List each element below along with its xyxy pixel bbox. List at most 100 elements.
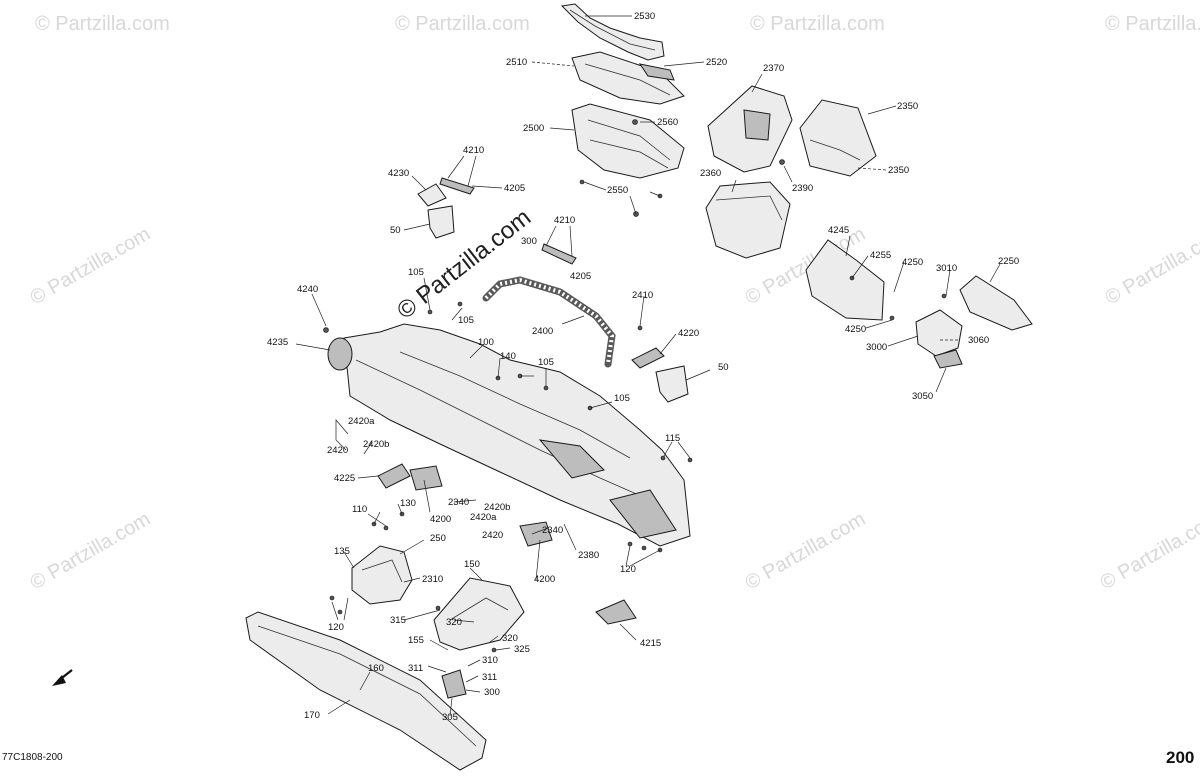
part-2350-panel — [799, 99, 877, 177]
callout-2420a: 2420a — [348, 416, 375, 427]
callout-300: 300 — [484, 687, 500, 698]
part-2250-panel — [959, 275, 1033, 331]
callout-2390: 2390 — [792, 183, 813, 194]
page-number: 200 — [1166, 748, 1194, 767]
diagram-code: 77C1808-200 — [2, 752, 63, 763]
callout-4255: 4255 — [870, 250, 891, 261]
callout-2400: 2400 — [532, 326, 553, 337]
callout-2360: 2360 — [700, 168, 721, 179]
callout-2310: 2310 — [422, 574, 443, 585]
callout-4245: 4245 — [828, 225, 849, 236]
watermark-text: © Partzilla.com — [750, 13, 885, 35]
callout-310: 310 — [482, 655, 498, 666]
part-100-dashboard — [343, 323, 691, 547]
part-2360-bucket — [705, 181, 791, 259]
part-50-cupholder — [655, 365, 689, 403]
callout-150: 150 — [464, 559, 480, 570]
watermark-text: © Partzilla.com — [27, 223, 155, 309]
callout-120: 120 — [620, 564, 636, 575]
callout-4240: 4240 — [297, 284, 318, 295]
part-4210-bracket — [439, 177, 475, 195]
callout-4225: 4225 — [334, 473, 355, 484]
callout-115: 115 — [665, 433, 680, 444]
watermark-text: © Partzilla.com — [27, 508, 155, 594]
callout-3000: 3000 — [866, 342, 887, 353]
callout-140: 140 — [500, 351, 516, 362]
callout-305: 305 — [442, 712, 458, 723]
part-250-bracket — [351, 545, 413, 605]
watermark-text: © Partzilla.com — [1097, 508, 1200, 594]
callout-300: 300 — [521, 236, 537, 247]
callout-2350: 2350 — [888, 165, 909, 176]
callout-4250: 4250 — [845, 324, 866, 335]
callout-160: 160 — [368, 663, 384, 674]
leader-lines — [295, 15, 1001, 717]
callout-4235: 4235 — [267, 337, 288, 348]
callout-50: 50 — [718, 362, 729, 373]
callout-170: 170 — [304, 710, 320, 721]
callout-3050: 3050 — [912, 391, 933, 402]
part-50-cupholder — [427, 205, 455, 239]
direction-arrow-icon — [52, 669, 73, 686]
callout-2500: 2500 — [523, 123, 544, 134]
callout-250: 250 — [430, 533, 446, 544]
callout-2420: 2420 — [482, 530, 503, 541]
callout-4205: 4205 — [504, 183, 525, 194]
callout-50: 50 — [390, 225, 401, 236]
watermark-text: © Partzilla.com — [1105, 13, 1200, 35]
fasteners — [323, 119, 947, 653]
callout-2530: 2530 — [634, 11, 655, 22]
callout-315: 315 — [390, 615, 406, 626]
callout-2410: 2410 — [632, 290, 653, 301]
callout-320: 320 — [446, 617, 462, 628]
part-4210-bracket — [541, 243, 577, 265]
callout-320: 320 — [502, 633, 518, 644]
callout-4220: 4220 — [678, 328, 699, 339]
callout-2420: 2420 — [327, 445, 348, 456]
callout-311: 311 — [482, 672, 497, 683]
callout-110: 110 — [352, 504, 367, 515]
callout-105: 105 — [458, 315, 474, 326]
callout-155: 155 — [408, 635, 424, 646]
callout-135: 135 — [334, 546, 350, 557]
callout-4200: 4200 — [534, 574, 555, 585]
part-4230-bracket — [417, 183, 447, 207]
callout-3010: 3010 — [936, 263, 957, 274]
part-4200-bracket — [409, 465, 443, 491]
callout-120: 120 — [328, 622, 344, 633]
callout-130: 130 — [400, 498, 416, 509]
callout-2420b: 2420b — [363, 439, 389, 450]
part-2510-tray — [571, 51, 685, 105]
callout-2560: 2560 — [657, 117, 678, 128]
callout-2420b: 2420b — [484, 502, 510, 513]
part-150-bracket — [433, 577, 525, 651]
callout-3060: 3060 — [968, 335, 989, 346]
callout-4210: 4210 — [463, 145, 484, 156]
part-300-mount — [441, 669, 467, 699]
part-2500-bin — [571, 103, 685, 179]
callout-2250: 2250 — [998, 256, 1019, 267]
part-3050-clip — [933, 349, 963, 369]
callout-325: 325 — [514, 644, 530, 655]
parts-layer — [245, 3, 1033, 771]
callout-2420a: 2420a — [470, 512, 497, 523]
callout-4210: 4210 — [554, 215, 575, 226]
part-4220-bracket — [631, 347, 665, 369]
callout-labels: 2530 2520 2510 2560 2500 2550 2370 2350 … — [267, 11, 1019, 723]
callout-311: 311 — [408, 663, 423, 674]
callout-4215: 4215 — [640, 638, 661, 649]
callout-2370: 2370 — [763, 63, 784, 74]
part-4215-bracket — [595, 599, 637, 625]
callout-2340: 2340 — [448, 497, 469, 508]
callout-2510: 2510 — [506, 57, 527, 68]
watermark-main: © Partzilla.com — [392, 204, 536, 325]
callout-2550: 2550 — [607, 185, 628, 196]
callout-4205: 4205 — [570, 271, 591, 282]
watermark-text: © Partzilla.com — [395, 13, 530, 35]
part-4245-panel — [805, 239, 885, 321]
watermark-text: © Partzilla.com — [742, 508, 870, 594]
callout-2380: 2380 — [578, 550, 599, 561]
callout-4230: 4230 — [388, 168, 409, 179]
callout-4250: 4250 — [902, 257, 923, 268]
